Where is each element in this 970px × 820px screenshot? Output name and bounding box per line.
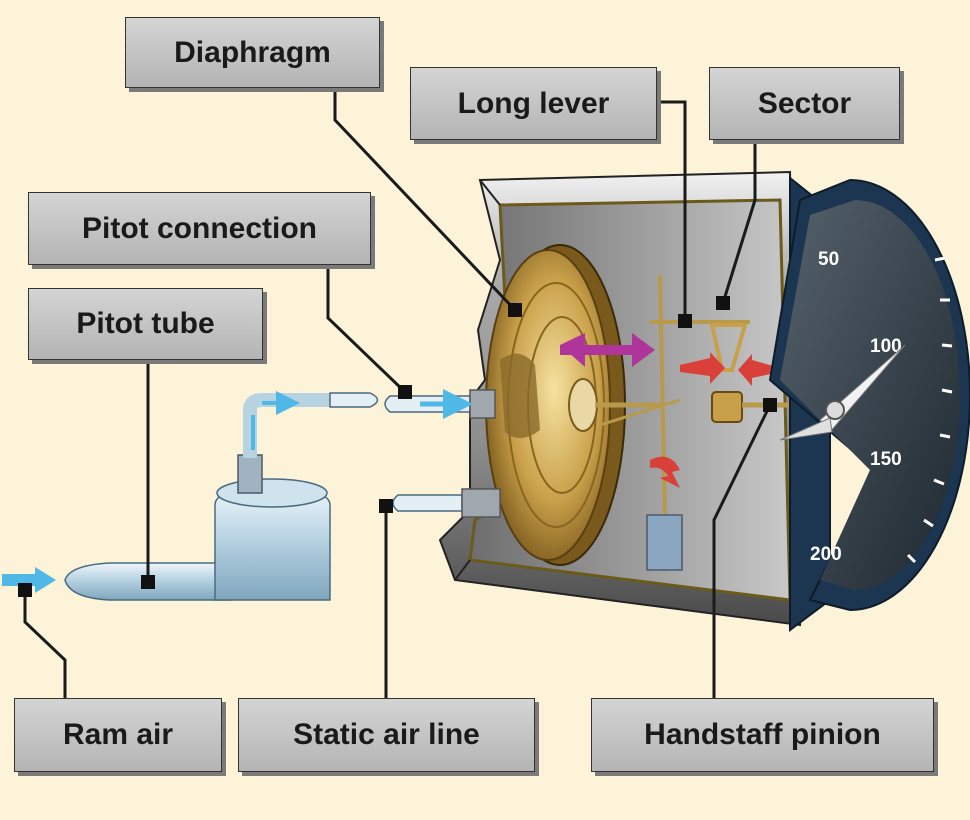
leader-lines	[23, 88, 772, 698]
pitot-connector	[384, 389, 496, 419]
dial-number-150: 150	[870, 449, 902, 470]
leader-pitot-connection	[326, 265, 407, 394]
leader-handstaff-pinion	[712, 404, 772, 698]
leader-sector	[721, 140, 757, 304]
ram-air-arrow	[2, 567, 56, 593]
leader-ram-air	[23, 590, 67, 698]
label-handstaff-pinion: Handstaff pinion	[591, 698, 934, 772]
static-connector	[392, 488, 501, 518]
leader-markers	[18, 296, 777, 597]
label-long-lever: Long lever	[410, 67, 657, 140]
marker-diaphragm	[508, 303, 522, 317]
label-pitot-tube: Pitot tube	[28, 288, 263, 360]
marker-static-air-line	[379, 499, 393, 513]
dial-number-100: 100	[870, 336, 902, 357]
mechanism	[560, 274, 845, 571]
marker-handstaff-pinion	[763, 398, 777, 412]
label-ram-air: Ram air	[14, 698, 222, 772]
marker-ram-air	[18, 583, 32, 597]
leader-long-lever	[657, 100, 687, 320]
marker-long-lever	[678, 314, 692, 328]
marker-pitot-tube	[141, 575, 155, 589]
label-diaphragm: Diaphragm	[125, 17, 380, 88]
label-static-air-line: Static air line	[238, 698, 535, 772]
dial-number-50: 50	[818, 249, 839, 270]
marker-pitot-connection	[398, 385, 412, 399]
label-sector: Sector	[709, 67, 900, 140]
label-pitot-connection: Pitot connection	[28, 192, 371, 265]
leader-diaphragm	[333, 88, 517, 312]
marker-sector	[716, 296, 730, 310]
pitot-tube-assembly	[64, 391, 379, 601]
dial-face: 50 100 150 200	[768, 175, 970, 632]
dial-number-200: 200	[810, 544, 842, 565]
